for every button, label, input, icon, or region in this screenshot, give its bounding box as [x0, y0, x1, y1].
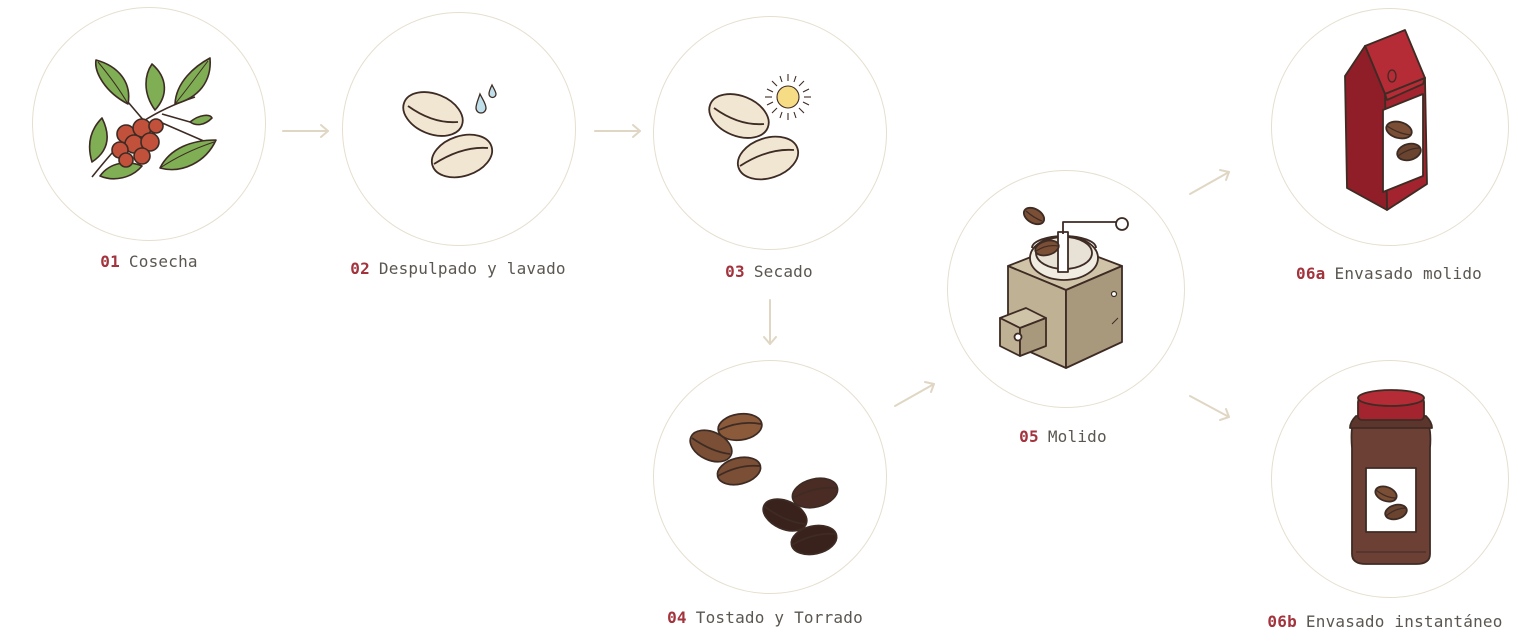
step-name: Envasado instantáneo	[1305, 612, 1503, 631]
arrow-05-06a	[1189, 169, 1230, 195]
step-circle-04	[653, 360, 887, 594]
step-name: Envasado molido	[1334, 264, 1482, 283]
washed-beans-icon	[402, 83, 497, 179]
step-name: Tostado y Torrado	[695, 608, 863, 627]
coffee-grinder-icon	[999, 206, 1129, 369]
step-number: 04	[667, 608, 687, 627]
step-label-01: 01 Cosecha	[100, 252, 198, 271]
coffee-jar-icon	[1349, 389, 1433, 565]
step-label-05: 05 Molido	[1019, 427, 1107, 446]
coffee-bag-icon	[1344, 29, 1428, 211]
step-number: 02	[350, 259, 370, 278]
step-label-03: 03 Secado	[725, 262, 813, 281]
drying-beans-sun-icon	[708, 74, 811, 181]
step-name: Secado	[753, 262, 813, 281]
arrow-04-05	[894, 381, 935, 407]
arrow-05-06b	[1189, 395, 1230, 421]
step-number: 06b	[1267, 612, 1297, 631]
step-label-06b: 06b Envasado instantáneo	[1267, 612, 1502, 631]
coffee-plant-icon	[88, 57, 217, 180]
step-name: Molido	[1047, 427, 1107, 446]
step-name: Cosecha	[128, 252, 198, 271]
arrow-02-03	[594, 124, 641, 138]
step-label-04: 04 Tostado y Torrado	[667, 608, 863, 627]
step-number: 03	[725, 262, 745, 281]
step-label-06a: 06a Envasado molido	[1296, 264, 1482, 283]
arrow-01-02	[282, 124, 329, 138]
step-name: Despulpado y lavado	[378, 259, 566, 278]
arrow-03-04	[763, 299, 777, 345]
step-label-02: 02 Despulpado y lavado	[350, 259, 566, 278]
roasted-beans-icon	[689, 412, 839, 556]
step-number: 06a	[1296, 264, 1326, 283]
step-circle-03	[653, 16, 887, 250]
step-number: 05	[1019, 427, 1039, 446]
step-number: 01	[100, 252, 120, 271]
